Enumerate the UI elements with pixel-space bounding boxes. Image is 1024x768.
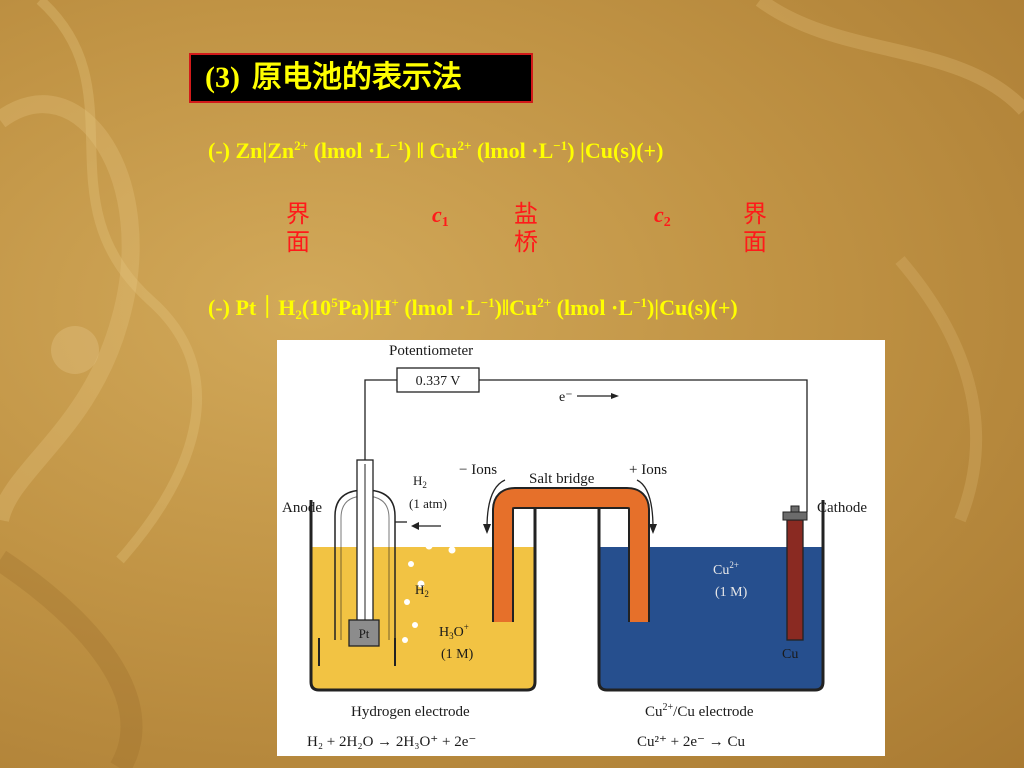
- plus-ions-label: + Ions: [629, 462, 667, 478]
- cathode-label: Cathode: [817, 500, 867, 516]
- pt-label: Pt: [359, 626, 370, 641]
- h3o-concentration: (1 M): [441, 647, 474, 662]
- minus-ions-label: − Ions: [459, 462, 497, 478]
- slide-title: (3) 原电池的表示法: [189, 53, 533, 103]
- concentration-c2: c2: [654, 202, 671, 230]
- minus-ions-arrow: [486, 479, 506, 529]
- cell-notation-h2-cu: (-) Pt｜H2(105Pa)|H+ (lmol ·L−1)‖Cu2+ (lm…: [208, 295, 738, 322]
- cell-notation-zn-cu: (-) Zn|Zn2+ (lmol ·L−1) ‖ Cu2+ (lmol ·L−…: [208, 138, 664, 163]
- cu-concentration: (1 M): [715, 585, 748, 600]
- copper-half-reaction: Cu²⁺ + 2e⁻ → Cu: [637, 734, 745, 750]
- plus-ions-arrow: [636, 479, 654, 529]
- h2-bubbles-label: H2: [415, 582, 429, 599]
- left-beaker: [309, 500, 537, 692]
- h2-gas-label: H2: [413, 473, 427, 490]
- hydrogen-half-reaction: H₂ + 2H₂O → 2H₃O⁺ + 2e⁻: [307, 734, 476, 750]
- right-solution: [599, 547, 823, 690]
- cu-electrode-label: Cu: [782, 647, 798, 662]
- potentiometer-label: Potentiometer: [389, 343, 473, 359]
- copper-electrode-caption: Cu2+/Cu electrode: [645, 702, 754, 720]
- potentiometer-box: [396, 367, 480, 393]
- salt-bridge-label-en: Salt bridge: [529, 471, 595, 487]
- galvanic-cell-diagram: Potentiometer 0.337 V e⁻ Salt bridge − I…: [282, 343, 867, 750]
- voltage-reading: 0.337 V: [416, 374, 461, 389]
- h3o-label: H3O+: [439, 622, 469, 641]
- salt-bridge-label: 盐桥: [514, 200, 538, 256]
- hydrogen-electrode-caption: Hydrogen electrode: [351, 704, 470, 720]
- electron-label: e⁻: [559, 390, 573, 405]
- platinum-electrode: [348, 619, 380, 647]
- title-text: 原电池的表示法: [251, 60, 462, 95]
- wire-right: [479, 379, 808, 512]
- copper-rod: [786, 519, 804, 641]
- interface-label-right: 界面: [743, 200, 767, 256]
- galvanic-cell-figure: Potentiometer 0.337 V e⁻ Salt bridge − I…: [277, 340, 885, 756]
- title-number: (3): [205, 61, 240, 94]
- interface-label-left: 界面: [286, 200, 310, 256]
- cu-ion-label: Cu2+: [713, 560, 739, 578]
- concentration-c1: c1: [432, 202, 449, 230]
- h2-bubbles: [402, 537, 456, 643]
- h2-pressure-label: (1 atm): [409, 496, 447, 511]
- salt-bridge: [494, 489, 648, 622]
- electron-arrowhead: [611, 393, 619, 399]
- right-beaker: [597, 500, 825, 692]
- anode-label: Anode: [282, 500, 322, 516]
